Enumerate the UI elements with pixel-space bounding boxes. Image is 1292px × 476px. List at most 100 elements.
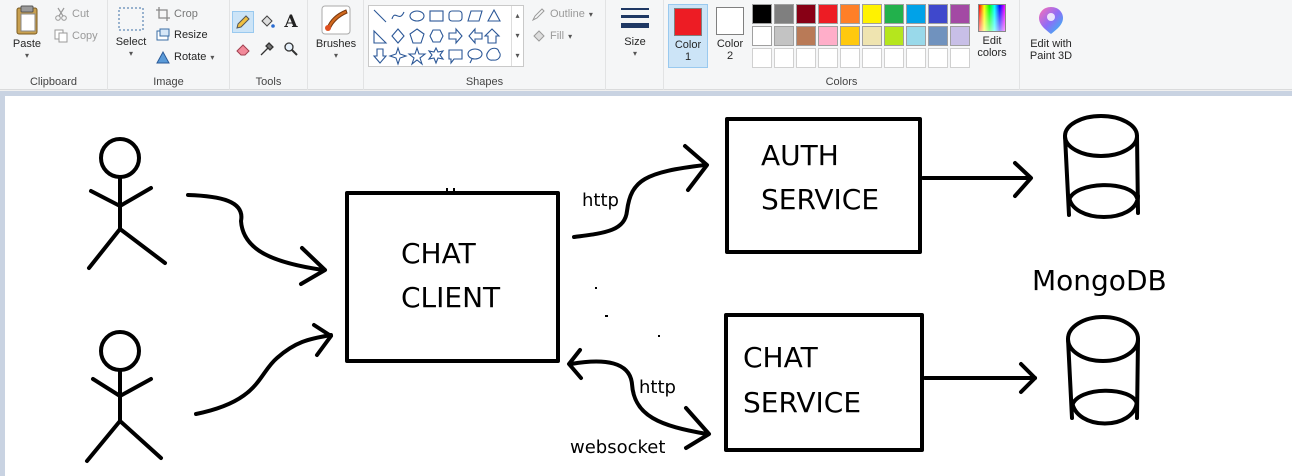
copy-label: Copy <box>72 30 98 42</box>
palette-swatch[interactable] <box>950 4 970 24</box>
user-figure-top <box>87 137 167 270</box>
magnifier-tool[interactable] <box>280 38 302 60</box>
shapes-gallery-icons[interactable] <box>371 7 511 67</box>
text-tool[interactable]: A <box>280 11 302 33</box>
fill-label: Fill <box>550 30 565 42</box>
mongodb-cylinder-bottom <box>1066 315 1140 426</box>
copy-icon <box>54 29 68 43</box>
palette-swatch[interactable] <box>862 26 882 46</box>
brush-icon <box>321 5 351 35</box>
palette-swatch[interactable] <box>928 26 948 46</box>
clipboard-group-label: Clipboard <box>29 76 78 88</box>
outline-dropdown-icon: ▾ <box>588 9 593 19</box>
crop-icon <box>156 7 170 21</box>
palette-swatch[interactable] <box>840 26 860 46</box>
color2-swatch <box>716 7 744 35</box>
http-label-bottom: http <box>639 377 676 398</box>
edit-with-paint3d-button[interactable]: Edit with Paint 3D <box>1022 4 1080 62</box>
rotate-dropdown-icon[interactable]: ▾ <box>210 52 215 62</box>
palette-swatch[interactable] <box>840 48 860 68</box>
pencil-icon <box>236 15 250 29</box>
chat-client-label-line1: CHAT <box>401 237 476 270</box>
palette-swatch[interactable] <box>840 4 860 24</box>
colors-group-label: Colors <box>825 76 858 88</box>
palette-swatch[interactable] <box>884 4 904 24</box>
palette-swatch[interactable] <box>774 4 794 24</box>
drawing-canvas[interactable]: CHAT CLIENT AUTH SERVICE CHAT SERVICE Mo… <box>5 96 1292 476</box>
palette-swatch[interactable] <box>928 4 948 24</box>
select-button[interactable]: Select ▾ <box>114 4 148 60</box>
size-button[interactable]: Size ▾ <box>616 4 654 60</box>
http-label-top: http <box>582 190 619 211</box>
palette-swatch[interactable] <box>774 48 794 68</box>
palette-swatch[interactable] <box>862 48 882 68</box>
palette-swatch[interactable] <box>884 26 904 46</box>
chat-service-label-line2: SERVICE <box>743 386 862 419</box>
palette-swatch[interactable] <box>796 48 816 68</box>
resize-button[interactable]: Resize <box>156 25 208 45</box>
color2-label: Color <box>716 38 744 50</box>
size-dropdown-icon[interactable]: ▾ <box>632 49 637 58</box>
color-picker-tool[interactable] <box>256 38 278 60</box>
select-dropdown-icon[interactable]: ▾ <box>128 49 133 58</box>
cut-button[interactable]: Cut <box>54 4 89 24</box>
palette-swatch[interactable] <box>906 26 926 46</box>
outline-button[interactable]: Outline ▾ <box>532 4 593 24</box>
mongodb-label: MongoDB <box>1032 264 1167 297</box>
palette-swatch[interactable] <box>818 26 838 46</box>
arrow-user1-to-client <box>186 193 325 272</box>
palette-swatch[interactable] <box>796 4 816 24</box>
fill-dropdown-icon: ▾ <box>568 31 573 41</box>
arrow-user2-to-client <box>194 333 333 416</box>
edit-colors-button[interactable]: Edit colors <box>970 4 1014 59</box>
fill-button[interactable]: Fill ▾ <box>532 26 572 46</box>
clipboard-group: Paste ▾ Cut Copy Clipboard <box>0 0 108 90</box>
tools-group-label: Tools <box>255 76 282 88</box>
paste-dropdown-icon[interactable]: ▾ <box>24 51 29 60</box>
palette-swatch[interactable] <box>862 4 882 24</box>
rotate-label: Rotate <box>174 51 207 63</box>
palette-swatch[interactable] <box>818 4 838 24</box>
palette-swatch[interactable] <box>774 26 794 46</box>
chat-client-box <box>345 191 560 363</box>
pencil-tool[interactable] <box>232 11 254 33</box>
palette-swatch[interactable] <box>752 26 772 46</box>
paste-icon <box>16 5 38 35</box>
shapes-gallery-scroll[interactable]: ▴▾▾ <box>511 6 523 66</box>
shapes-group: ▴▾▾ Outline ▾ Fill ▾ Shapes <box>364 0 606 90</box>
paint3d-group: Edit with Paint 3D <box>1020 0 1082 90</box>
eraser-tool[interactable] <box>232 38 254 60</box>
color1-button[interactable]: Color 1 <box>668 4 708 68</box>
paste-button[interactable]: Paste ▾ <box>6 4 48 62</box>
palette-swatch[interactable] <box>752 48 772 68</box>
color2-button[interactable]: Color 2 <box>710 4 750 68</box>
palette-swatch[interactable] <box>906 48 926 68</box>
brushes-dropdown-icon[interactable]: ▾ <box>333 51 338 60</box>
paint3d-icon <box>1039 7 1063 34</box>
fill-tool[interactable] <box>256 11 278 33</box>
palette-swatch[interactable] <box>884 48 904 68</box>
shapes-group-label: Shapes <box>465 76 504 88</box>
scissors-icon <box>55 7 67 21</box>
image-group: Select ▾ Crop Resize Rotate ▾ Image <box>108 0 230 90</box>
brushes-button[interactable]: Brushes ▾ <box>312 4 360 62</box>
brushes-group: Brushes ▾ <box>308 0 364 90</box>
palette-swatch[interactable] <box>950 26 970 46</box>
auth-service-label-line2: SERVICE <box>761 183 880 216</box>
shapes-gallery: ▴▾▾ <box>368 5 524 67</box>
palette-swatch[interactable] <box>950 48 970 68</box>
arrow-client-chatservice-bidirectional <box>569 359 709 436</box>
palette-swatch[interactable] <box>928 48 948 68</box>
websocket-label: websocket <box>570 437 666 458</box>
copy-button[interactable]: Copy <box>54 26 98 46</box>
palette-swatch[interactable] <box>796 26 816 46</box>
palette-swatch[interactable] <box>752 4 772 24</box>
cut-label: Cut <box>72 8 90 20</box>
canvas-specks <box>446 188 660 337</box>
rotate-button[interactable]: Rotate ▾ <box>156 47 214 67</box>
palette-swatch[interactable] <box>818 48 838 68</box>
chat-service-box <box>724 313 924 452</box>
palette-swatch[interactable] <box>906 4 926 24</box>
crop-button[interactable]: Crop <box>156 4 198 24</box>
ribbon: Paste ▾ Cut Copy Clipboard Select ▾ <box>0 0 1292 90</box>
